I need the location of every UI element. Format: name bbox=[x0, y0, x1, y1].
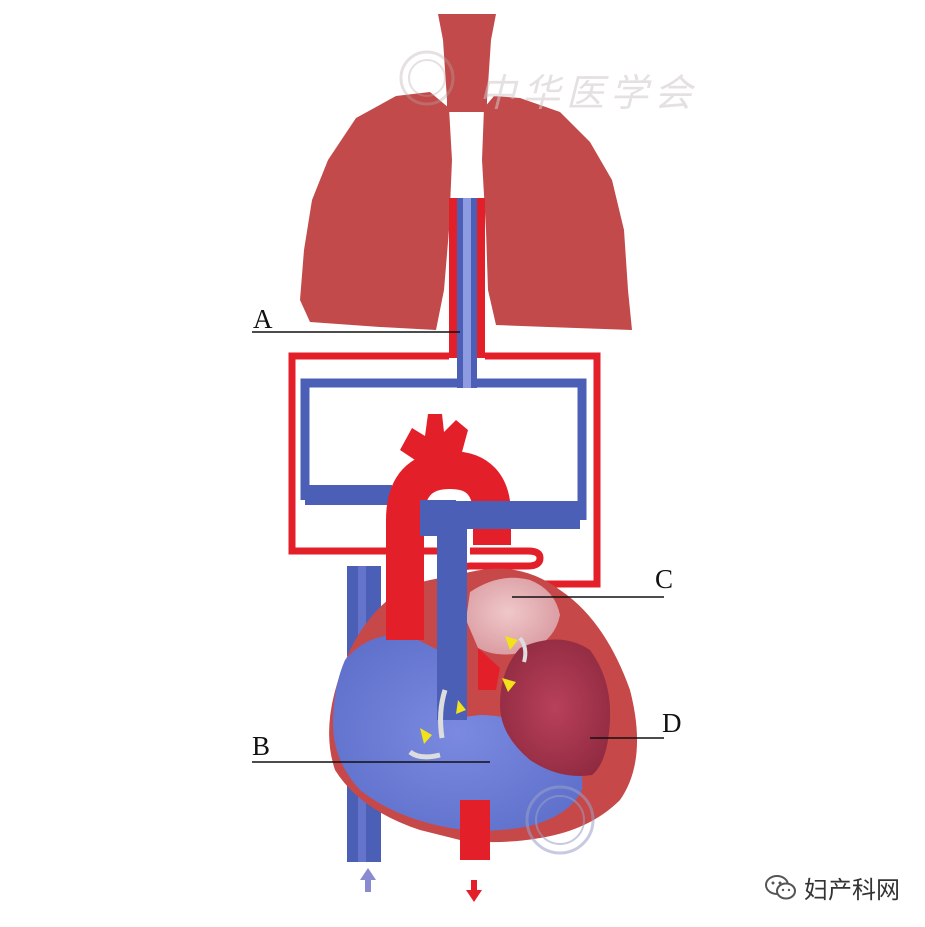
lungs bbox=[300, 14, 632, 330]
label-d: D bbox=[662, 708, 682, 738]
right-chamber bbox=[332, 635, 583, 831]
valves bbox=[408, 636, 528, 760]
left-ventricle bbox=[500, 639, 611, 776]
label-a: A bbox=[253, 304, 273, 334]
aortic-arch bbox=[386, 414, 511, 640]
blue-vessel-loop bbox=[300, 378, 587, 520]
valve-flap-lower bbox=[408, 749, 441, 760]
leader-lines bbox=[252, 331, 664, 763]
brand-badge: 妇产科网 bbox=[764, 870, 900, 905]
arrow-down-icon bbox=[466, 880, 482, 902]
septum-wedge bbox=[478, 648, 500, 690]
pulmonary-artery bbox=[420, 500, 580, 720]
red-vessel-loop bbox=[288, 352, 601, 588]
pulmonary-vessels bbox=[449, 198, 485, 388]
arrow-ra-1 bbox=[420, 728, 432, 744]
association-seal-icon bbox=[525, 785, 595, 855]
left-lung bbox=[300, 92, 452, 330]
aortic-branches bbox=[400, 414, 468, 470]
pulmonary-red-left bbox=[449, 198, 457, 358]
pulmonary-blue-inner bbox=[463, 198, 471, 388]
arrow-la-2 bbox=[502, 678, 516, 692]
right-lung bbox=[482, 96, 632, 330]
label-c: C bbox=[655, 564, 674, 594]
wechat-icon bbox=[765, 874, 796, 899]
arrow-up-icon bbox=[360, 868, 376, 892]
descending-aorta bbox=[460, 800, 490, 860]
watermark-text: 中华医学会 bbox=[478, 71, 699, 115]
tracheal-gap bbox=[452, 162, 482, 198]
watermark-seal-icon bbox=[399, 50, 455, 106]
brand-name: 妇产科网 bbox=[804, 876, 900, 904]
label-b: B bbox=[252, 731, 271, 761]
pulmonary-red-right bbox=[477, 198, 485, 358]
arrow-ra-2 bbox=[456, 700, 466, 714]
trachea bbox=[438, 14, 496, 112]
valve-tricuspid bbox=[438, 689, 448, 739]
arrow-la-1 bbox=[505, 636, 518, 650]
flow-arrows bbox=[420, 636, 518, 744]
heart bbox=[329, 568, 638, 843]
valve-mitral bbox=[518, 636, 528, 663]
